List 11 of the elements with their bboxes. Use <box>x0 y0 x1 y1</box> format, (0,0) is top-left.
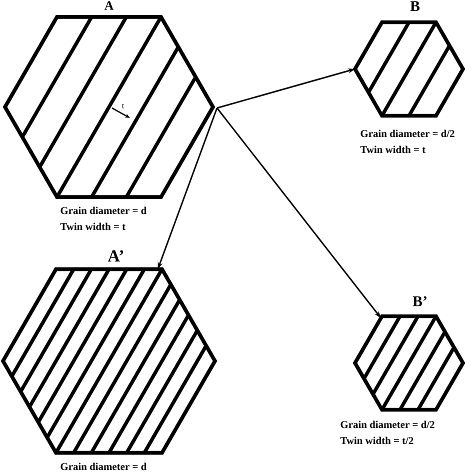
node-label: Grain diameter = d/2 <box>360 130 454 138</box>
node-label: Grain diameter = d <box>60 462 147 470</box>
grain-label: B <box>410 1 420 12</box>
node-label: Grain diameter = d <box>60 206 147 214</box>
node-label: Twin width = t <box>60 222 126 230</box>
node-label: Twin width = t <box>360 146 426 154</box>
node-label: Twin width = t/2 <box>340 436 414 444</box>
grain-label: A’ <box>108 250 124 262</box>
node-label: Grain diameter = d/2 <box>340 420 434 428</box>
grain-label: B’ <box>412 296 426 306</box>
grain-label: A <box>104 1 114 10</box>
